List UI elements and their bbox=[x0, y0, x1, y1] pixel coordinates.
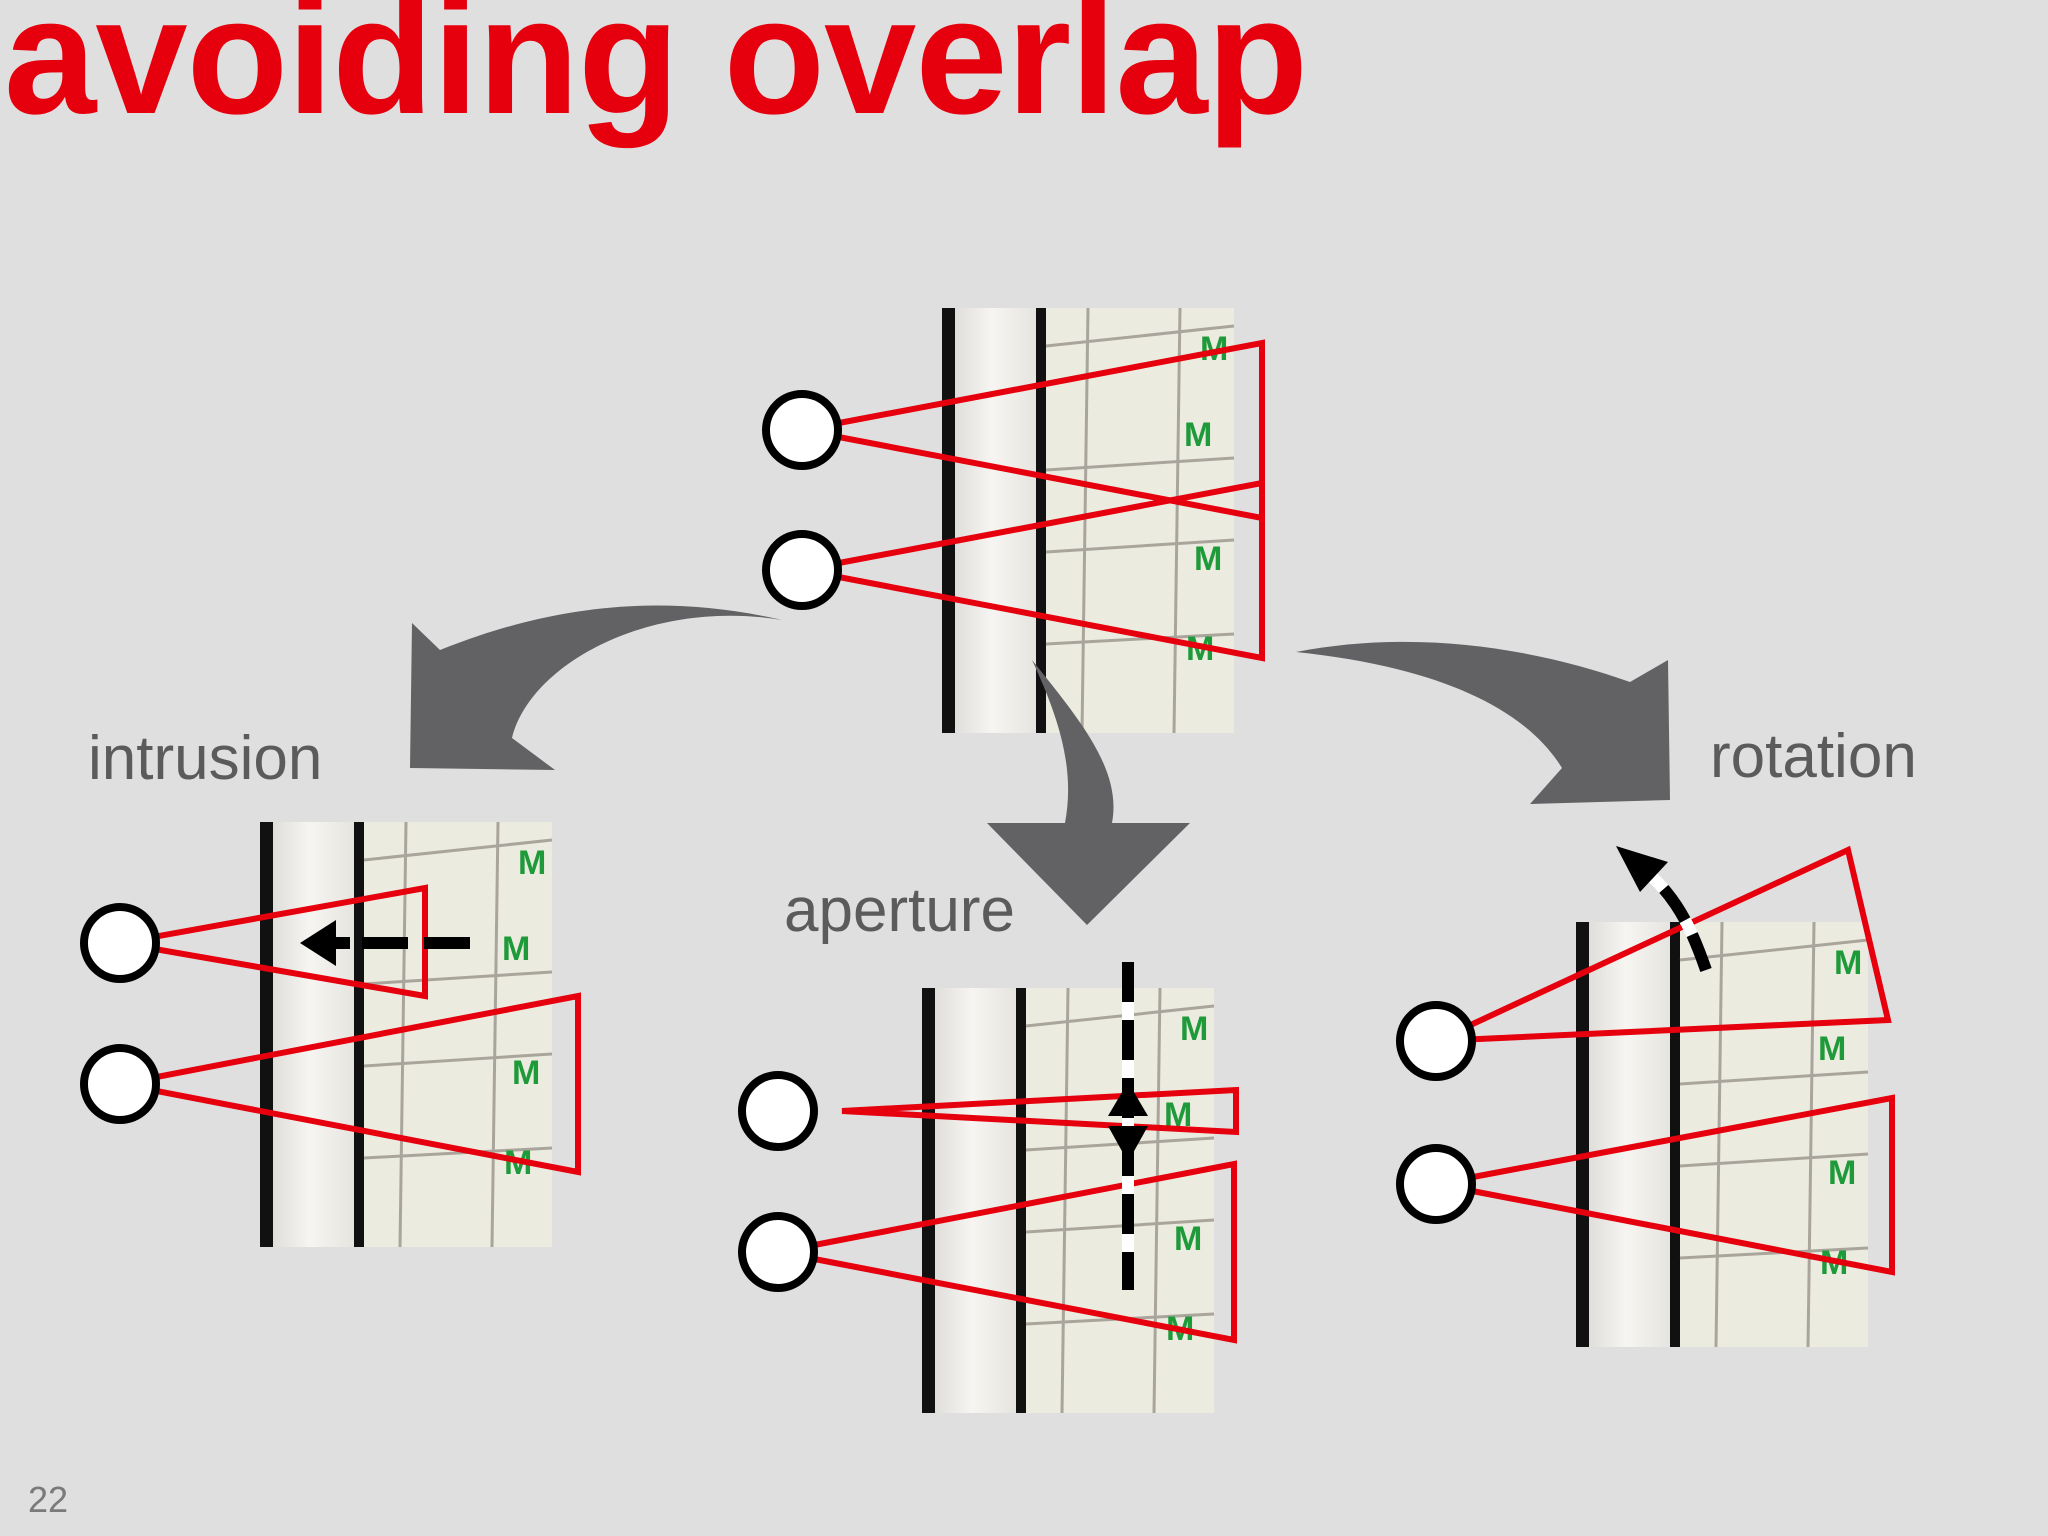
sensor-circle-icon bbox=[80, 1044, 160, 1124]
slide-title: avoiding overlap bbox=[4, 0, 1308, 149]
sensor-cone bbox=[1435, 1094, 1895, 1276]
sensor-circle-icon bbox=[738, 1212, 818, 1292]
label-rotation: rotation bbox=[1710, 722, 1917, 791]
sensor-cone bbox=[1434, 845, 1892, 1044]
map-tile-original bbox=[940, 306, 1236, 735]
panel-rotation bbox=[1396, 845, 1895, 1349]
sensor-cone bbox=[801, 479, 1265, 662]
sensor-cone bbox=[119, 992, 581, 1176]
sensor-circle-icon bbox=[80, 903, 160, 983]
sensor-cone bbox=[801, 339, 1265, 522]
page-number: 22 bbox=[28, 1479, 69, 1520]
map-tile-aperture bbox=[920, 986, 1216, 1415]
dashed-direction-arrow-icon bbox=[1108, 962, 1148, 1290]
dashed-direction-arrow-icon bbox=[1616, 846, 1712, 972]
map-tile-intrusion bbox=[258, 820, 554, 1249]
sensor-cone bbox=[777, 1160, 1237, 1344]
sensor-circle-icon bbox=[1396, 1144, 1476, 1224]
panel-aperture bbox=[738, 962, 1239, 1415]
label-aperture: aperture bbox=[784, 876, 1015, 945]
curved-arrow-icon bbox=[410, 605, 782, 770]
label-intrusion: intrusion bbox=[88, 724, 323, 793]
sensor-circle-icon bbox=[1396, 1001, 1476, 1081]
panel-intrusion bbox=[80, 820, 581, 1249]
curved-arrow-icon bbox=[987, 660, 1190, 925]
panel-original bbox=[762, 306, 1265, 735]
sensor-circle-icon bbox=[762, 390, 842, 470]
sensor-circle-icon bbox=[762, 530, 842, 610]
sensor-circle-icon bbox=[738, 1071, 818, 1151]
sensor-cone bbox=[841, 1086, 1239, 1136]
map-tile-rotation bbox=[1574, 920, 1870, 1349]
dashed-direction-arrow-icon bbox=[300, 920, 470, 966]
curved-arrow-icon bbox=[1296, 641, 1670, 804]
